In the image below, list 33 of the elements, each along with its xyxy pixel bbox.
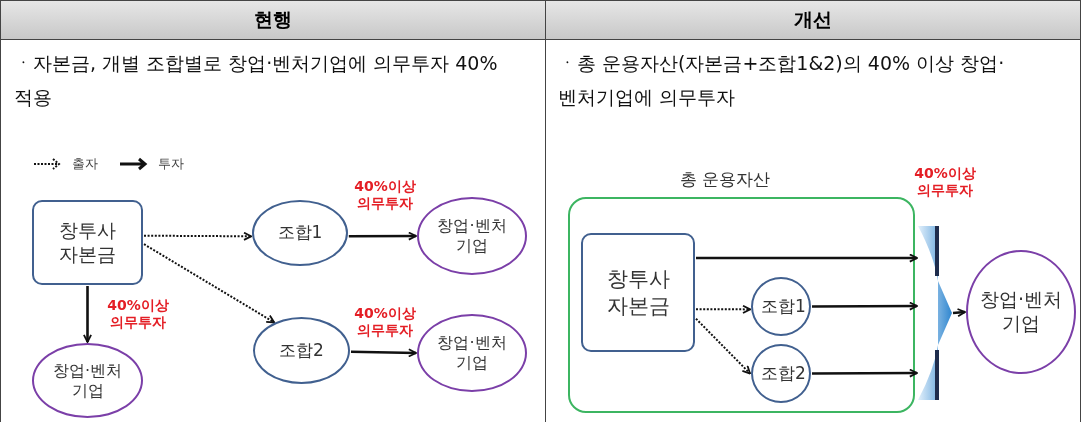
edge-label: 40%이상 의무투자: [353, 305, 417, 339]
note-label: 40%이상 의무투자: [913, 165, 977, 199]
group-title: 총 운용자산: [680, 169, 771, 191]
edge-label: 40%이상 의무투자: [353, 178, 417, 212]
dotted-arrow: [143, 231, 253, 241]
node-label: 조합2: [279, 339, 324, 362]
bullet-text: ㆍ총 운용자산(자본금+조합1&2)의 40% 이상 창업·벤처기업에 의무투자: [558, 51, 1006, 110]
node-label: 창투사 자본금: [605, 266, 671, 319]
arrow: [348, 231, 417, 241]
funnel-arrow-drawing: [918, 226, 952, 400]
header-cell: 현행: [0, 0, 546, 40]
dotted-arrow: [143, 243, 276, 324]
arrow: [83, 286, 92, 343]
dotted-arrow: [695, 317, 751, 375]
dotted-arrow: [695, 304, 752, 314]
node-label: 창투사 자본금: [58, 218, 117, 267]
legend-label: 출자: [72, 155, 98, 173]
node-label: 창업·벤처 기업: [436, 216, 508, 256]
arrow: [696, 253, 918, 263]
legend-label: 투자: [158, 155, 184, 173]
rounded-box: [581, 233, 695, 352]
node-label: 창업·벤처 기업: [436, 333, 508, 373]
rounded-box: [32, 200, 143, 285]
node-label: 조합1: [277, 222, 323, 244]
arrow: [952, 308, 966, 318]
header-cell: 개선: [545, 0, 1081, 40]
bullet-text: ㆍ자본금, 개별 조합별로 창업·벤처기업에 의무투자 40% 적용: [14, 51, 499, 110]
node-label: 창업·벤처 기업: [978, 288, 1063, 336]
node-label: 창업·벤처 기업: [51, 360, 124, 401]
arrow: [812, 301, 918, 311]
arrow: [350, 348, 417, 358]
arrow: [812, 368, 918, 378]
edge-label: 40%이상 의무투자: [106, 297, 170, 331]
